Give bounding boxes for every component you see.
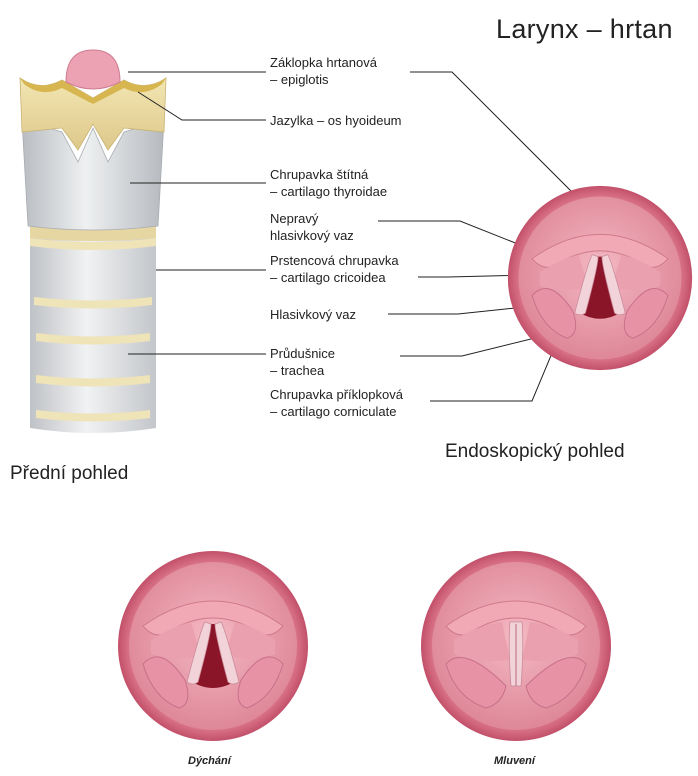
endoscopic-view-main: [508, 186, 692, 370]
label-epiglottis: Záklopka hrtanová – epiglotis: [270, 54, 377, 88]
label-cricoid: Prstencová chrupavka – cartilago cricoid…: [270, 252, 399, 286]
larynx-front-illustration: [20, 50, 166, 433]
page-title: Larynx – hrtan: [496, 14, 673, 45]
caption-breathing: Dýchání: [188, 755, 231, 767]
endoscopic-view-label: Endoskopický pohled: [445, 441, 625, 463]
caption-speaking: Mluvení: [494, 755, 535, 767]
label-false-vocal-cord: Nepravý hlasivkový vaz: [270, 210, 354, 244]
label-trachea: Průdušnice – trachea: [270, 345, 335, 379]
label-hyoid: Jazylka – os hyoideum: [270, 112, 402, 129]
label-corniculate: Chrupavka příklopková – cartilago cornic…: [270, 386, 403, 420]
endoscopic-view-breathing: [118, 551, 308, 741]
label-vocal-cord: Hlasivkový vaz: [270, 306, 356, 323]
front-view-label: Přední pohled: [10, 463, 128, 485]
endoscopic-view-speaking: [421, 551, 611, 741]
label-thyroid: Chrupavka štítná – cartilago thyroidae: [270, 166, 387, 200]
